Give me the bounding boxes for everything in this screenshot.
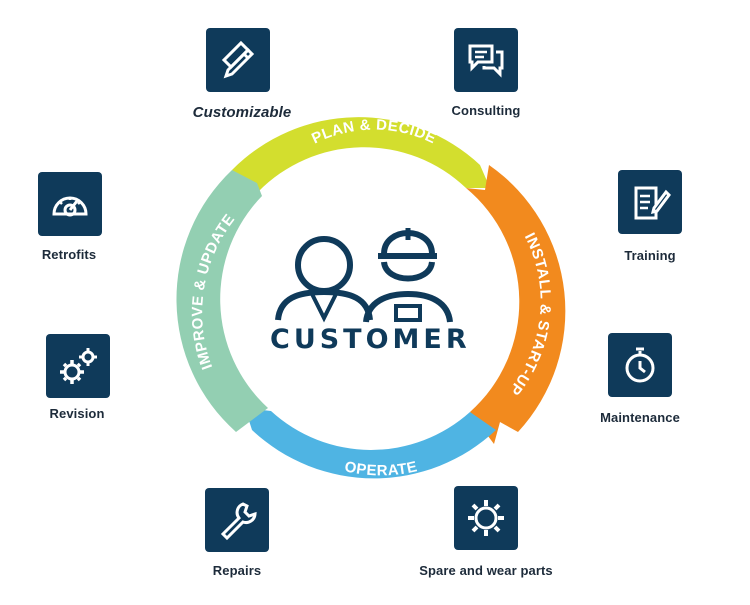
consulting-label: Consulting <box>451 103 521 118</box>
maintenance-tile[interactable] <box>608 333 672 397</box>
spare-parts-label: Spare and wear parts <box>419 563 553 578</box>
customizable-tile[interactable] <box>206 28 270 92</box>
businessman-icon <box>275 236 373 323</box>
speech-bubbles-icon <box>468 44 504 78</box>
worker-icon <box>363 228 453 323</box>
retrofits-label: Retrofits <box>41 247 97 262</box>
consulting-tile[interactable] <box>454 28 518 92</box>
customizable-label: Customizable <box>192 104 292 121</box>
phase-operate-arc <box>245 408 496 479</box>
gears-icon <box>60 348 97 384</box>
revision-tile[interactable] <box>46 334 110 398</box>
revision-label: Revision <box>49 406 105 421</box>
retrofits-tile[interactable] <box>38 172 102 236</box>
document-pen-icon <box>634 186 671 220</box>
phase-improve-arc <box>176 170 268 432</box>
gauge-icon <box>52 196 88 217</box>
repairs-label: Repairs <box>212 563 262 578</box>
phase-install-arc <box>466 165 566 444</box>
spare-parts-tile[interactable] <box>454 486 518 550</box>
customer-label: CUSTOMER <box>270 324 471 355</box>
repairs-tile[interactable] <box>205 488 269 552</box>
training-label: Training <box>624 248 676 263</box>
training-tile[interactable] <box>618 170 682 234</box>
stopwatch-icon <box>625 347 655 383</box>
pencil-ruler-icon <box>221 40 255 79</box>
phase-plan-arc <box>232 117 490 192</box>
phase-operate-label: OPERATE <box>343 458 419 479</box>
maintenance-label: Maintenance <box>600 410 680 425</box>
gear-icon <box>468 500 504 536</box>
wrench-icon <box>220 502 257 541</box>
